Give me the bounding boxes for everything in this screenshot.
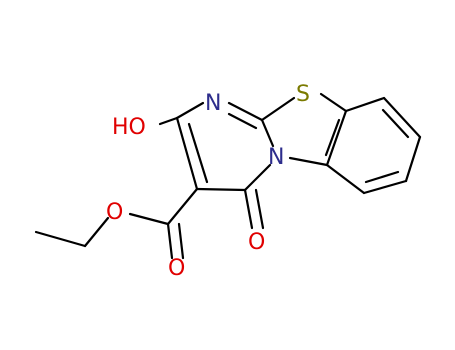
bond-c1-o [243, 188, 254, 230]
bond-c1-o-second [254, 188, 265, 230]
bond-c12-c7 [362, 179, 408, 195]
bond-ch2-ch3 [34, 230, 87, 248]
bond-n3-c4 [227, 101, 264, 122]
bond-ester-c-o-carbonyl [166, 222, 174, 260]
bond-n10-c6 [288, 156, 329, 167]
nitrogen-label-fused: N [268, 145, 284, 170]
bond-c9-c11 [382, 96, 422, 139]
bond-c1-c8 [195, 187, 247, 192]
atom-labels: HO N S N O O O [106, 82, 310, 281]
bond-c8-c2-inner [187, 122, 209, 184]
bond-c12-c7-inner [364, 170, 400, 184]
nitrogen-label-top: N [205, 91, 221, 116]
bond-c4-s [260, 96, 296, 122]
bond-c11-c12 [404, 135, 422, 183]
bond-c8-c2 [175, 116, 199, 191]
sulfur-label: S [296, 82, 310, 107]
ester-carbonyl-oxygen-label: O [168, 256, 185, 281]
bond-c4-n10 [260, 118, 275, 148]
ketone-oxygen-label: O [248, 230, 265, 255]
bond-n3-c4-inner [227, 112, 258, 130]
bond-c8-ester-c [166, 187, 199, 226]
ester-ether-oxygen-label: O [106, 200, 123, 225]
bond-c5-c6-inner [324, 118, 341, 157]
bond-ester-c-o-carbonyl-second [177, 222, 185, 260]
bond-c7-c6 [325, 163, 366, 195]
bond-c9-c11-inner [381, 108, 410, 139]
bond-c2-oh [158, 116, 179, 126]
bonds [34, 92, 422, 260]
bond-n10-c1 [243, 163, 272, 192]
bond-c5-c6 [325, 109, 348, 167]
bond-o-ch2 [83, 216, 110, 248]
bond-s-c5 [319, 92, 348, 113]
hydroxyl-label: HO [112, 115, 146, 140]
bond-c2-n3 [175, 101, 205, 120]
bond-c5-c9 [344, 96, 386, 113]
bond-ester-c-o-ether [128, 212, 170, 226]
